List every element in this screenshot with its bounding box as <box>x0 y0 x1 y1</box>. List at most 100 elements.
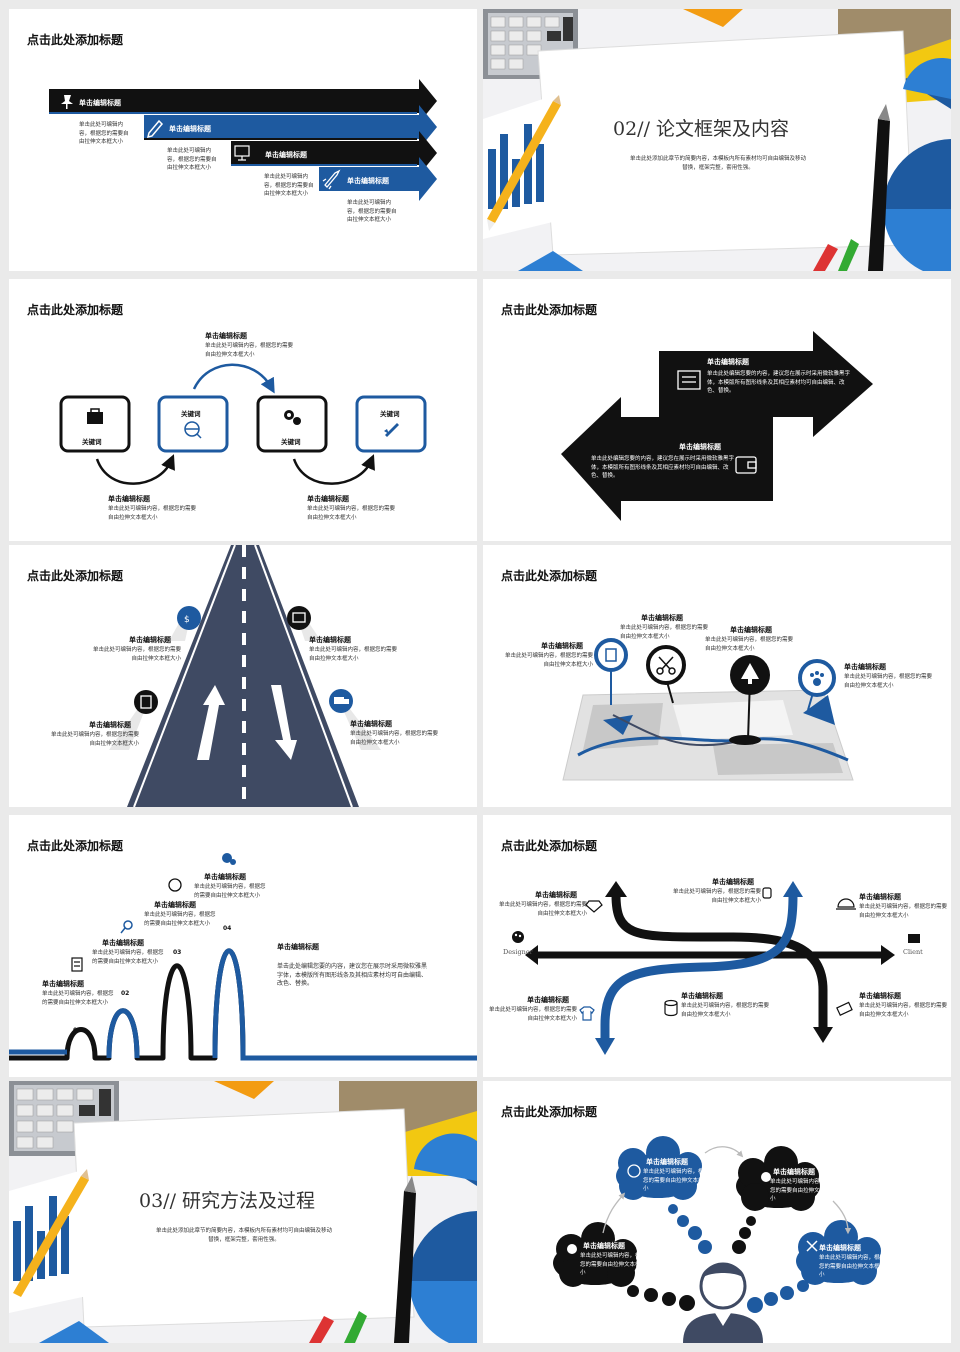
bar-desc[interactable]: 单击此处可编辑内容，根据您的需要自由拉伸文本框大小 <box>79 122 129 145</box>
globe-search-icon <box>184 421 202 439</box>
keyword-label[interactable]: 关键词 <box>380 410 400 418</box>
designer-label[interactable]: Designer <box>503 948 533 956</box>
magnifier-icon <box>120 920 133 934</box>
cloud-desc[interactable]: 单击此处可编辑内容，根据您的需要自由拉伸文本框大小 <box>580 1253 647 1276</box>
cloud-title[interactable]: 单击编辑标题 <box>773 1168 815 1176</box>
flow-top-title[interactable]: 单击编辑标题 <box>205 332 247 340</box>
cross-item-desc[interactable]: 单击此处可编辑内容，根据您的需要自由拉伸文本框大小 <box>488 1007 577 1022</box>
section-subtext[interactable]: 单击此处添加此章节的简要内容，本模板内所有素材均可自由编辑及移动替换，框架完整，… <box>629 156 806 171</box>
bar-label[interactable]: 单击编辑标题 <box>265 151 307 159</box>
arrow-title[interactable]: 单击编辑标题 <box>707 358 749 366</box>
step-title[interactable]: 单击编辑标题 <box>102 939 144 947</box>
step-desc[interactable]: 单击此处可编辑内容，根据您的需要自由拉伸文本框大小 <box>144 912 216 927</box>
pen-illustration <box>394 1176 416 1343</box>
section-heading[interactable]: 03// 研究方法及过程 <box>139 1190 316 1212</box>
cloud-desc[interactable]: 单击此处可编辑内容，根据您的需要自由拉伸文本框大小 <box>643 1169 710 1192</box>
bar-label[interactable]: 单击编辑标题 <box>347 177 389 185</box>
cross-item-desc[interactable]: 单击此处可编辑内容，根据您的需要自由拉伸文本框大小 <box>859 1003 948 1018</box>
flow-bottom-title[interactable]: 单击编辑标题 <box>108 495 150 503</box>
cloud-title[interactable]: 单击编辑标题 <box>583 1242 625 1250</box>
map-item-desc[interactable]: 单击此处可编辑内容，根据您的需要自由拉伸文本框大小 <box>504 653 593 668</box>
cross-item-title[interactable]: 单击编辑标题 <box>681 992 723 1000</box>
slide-title[interactable]: 点击此处添加标题 <box>27 839 124 853</box>
road-item-title[interactable]: 单击编辑标题 <box>350 720 392 728</box>
cloud-1 <box>616 1136 702 1200</box>
cross-item-title[interactable]: 单击编辑标题 <box>712 878 754 886</box>
slide-title[interactable]: 点击此处添加标题 <box>27 33 124 47</box>
cloud-title[interactable]: 单击编辑标题 <box>819 1244 861 1252</box>
slide-title[interactable]: 点击此处添加标题 <box>501 1105 598 1119</box>
keyword-label[interactable]: 关键词 <box>82 438 102 446</box>
map-item-title[interactable]: 单击编辑标题 <box>730 626 772 634</box>
cross-item-title[interactable]: 单击编辑标题 <box>859 992 901 1000</box>
slide-title[interactable]: 点击此处添加标题 <box>501 569 598 583</box>
step-desc[interactable]: 单击此处可编辑内容，根据您的需要自由拉伸文本框大小 <box>92 950 164 965</box>
slide-title[interactable]: 点击此处添加标题 <box>27 303 124 317</box>
cross-item-desc[interactable]: 单击此处可编辑内容，根据您的需要自由拉伸文本框大小 <box>672 889 761 904</box>
road-item-title[interactable]: 单击编辑标题 <box>309 636 351 644</box>
slide-3: 点击此处添加标题 单击编辑标题 单击此处可编辑内容，根据您的需要自由拉伸文本框大… <box>9 279 477 541</box>
section-heading[interactable]: 02// 论文框架及内容 <box>613 118 790 140</box>
map-item-title[interactable]: 单击编辑标题 <box>541 642 583 650</box>
cloud-desc[interactable]: 单击此处可编辑内容，根据您的需要自由拉伸文本框大小 <box>819 1255 886 1278</box>
road-item-desc[interactable]: 单击此处可编辑内容，根据您的需要自由拉伸文本框大小 <box>309 647 398 662</box>
road-item-title[interactable]: 单击编辑标题 <box>89 721 131 729</box>
arrow-desc[interactable]: 单击此处编辑您要的内容，建议您在展示时采用微软雅黑字体，本模版所有图形线条及其相… <box>707 371 851 394</box>
slide-title[interactable]: 点击此处添加标题 <box>501 839 598 853</box>
bar-desc[interactable]: 单击此处可编辑内容，根据您的需要自由拉伸文本框大小 <box>167 148 217 171</box>
desk-background <box>9 1081 477 1343</box>
bar-desc[interactable]: 单击此处可编辑内容，根据您的需要自由拉伸文本框大小 <box>347 200 397 223</box>
bar-desc[interactable]: 单击此处可编辑内容，根据您的需要自由拉伸文本框大小 <box>264 174 314 197</box>
arrow-desc[interactable]: 单击此处编辑您要的内容，建议您在展示时采用微软雅黑字体，本模版所有图形线条及其相… <box>591 456 735 479</box>
person-avatar <box>683 1262 763 1343</box>
road-item-desc[interactable]: 单击此处可编辑内容，根据您的需要自由拉伸文本框大小 <box>50 732 139 747</box>
road-item-desc[interactable]: 单击此处可编辑内容，根据您的需要自由拉伸文本框大小 <box>350 731 439 746</box>
cross-item-title[interactable]: 单击编辑标题 <box>527 996 569 1004</box>
step-desc[interactable]: 单击此处可编辑内容，根据您的需要自由拉伸文本框大小 <box>42 991 114 1006</box>
cross-item-desc[interactable]: 单击此处可编辑内容，根据您的需要自由拉伸文本框大小 <box>498 902 587 917</box>
rocket-icon <box>322 169 341 190</box>
arrow-down-marking <box>271 685 297 760</box>
money-bag-icon <box>177 606 201 630</box>
cross-item-title[interactable]: 单击编辑标题 <box>535 891 577 899</box>
cloud-desc[interactable]: 单击此处可编辑内容，根据您的需要自由拉伸文本框大小 <box>770 1179 837 1202</box>
step-right-title[interactable]: 单击编辑标题 <box>277 943 319 951</box>
bar-label[interactable]: 单击编辑标题 <box>79 99 121 107</box>
arrow-title[interactable]: 单击编辑标题 <box>679 443 721 451</box>
flow-bottom-title[interactable]: 单击编辑标题 <box>307 495 349 503</box>
map-item-title[interactable]: 单击编辑标题 <box>844 663 886 671</box>
step-title[interactable]: 单击编辑标题 <box>204 873 246 881</box>
flow-bottom-desc[interactable]: 单击此处可编辑内容，根据您的需要自由拉伸文本框大小 <box>108 506 197 521</box>
keyword-label[interactable]: 关键词 <box>181 410 201 418</box>
cross-item-desc[interactable]: 单击此处可编辑内容，根据您的需要自由拉伸文本框大小 <box>859 904 948 919</box>
map-item-desc[interactable]: 单击此处可编辑内容，根据您的需要自由拉伸文本框大小 <box>705 637 794 652</box>
step-title[interactable]: 单击编辑标题 <box>154 901 196 909</box>
road-item-desc[interactable]: 单击此处可编辑内容，根据您的需要自由拉伸文本框大小 <box>92 647 181 662</box>
slide-title[interactable]: 点击此处添加标题 <box>27 569 124 583</box>
gear-icon <box>567 1244 577 1254</box>
client-label[interactable]: Client <box>903 948 923 956</box>
section-subtext[interactable]: 单击此处添加此章节的简要内容，本模板内所有素材均可自由编辑及移动替换，框架完整，… <box>155 1228 332 1243</box>
map-item-desc[interactable]: 单击此处可编辑内容，根据您的需要自由拉伸文本框大小 <box>844 674 933 689</box>
flow-top-desc[interactable]: 单击此处可编辑内容，根据您的需要自由拉伸文本框大小 <box>205 343 294 358</box>
keyword-box-4 <box>355 395 427 453</box>
rocket-icon <box>384 423 399 437</box>
diamond-icon <box>585 900 603 913</box>
slide-title[interactable]: 点击此处添加标题 <box>501 303 598 317</box>
keyword-label[interactable]: 关键词 <box>281 438 301 446</box>
cloud-title[interactable]: 单击编辑标题 <box>646 1158 688 1166</box>
step-desc[interactable]: 单击此处可编辑内容，根据您的需要自由拉伸文本框大小 <box>194 884 266 899</box>
monitor-icon <box>234 145 250 161</box>
cloud-2 <box>736 1146 820 1211</box>
newspaper-icon <box>677 370 701 390</box>
road-item-title[interactable]: 单击编辑标题 <box>129 636 171 644</box>
map-item-desc[interactable]: 单击此处可编辑内容，根据您的需要自由拉伸文本框大小 <box>620 625 709 640</box>
cross-item-desc[interactable]: 单击此处可编辑内容，根据您的需要自由拉伸文本框大小 <box>681 1003 770 1018</box>
cross-item-title[interactable]: 单击编辑标题 <box>859 893 901 901</box>
step-right-desc[interactable]: 单击此处编辑您要的内容，建议您在展示时采用微软雅黑字体，本模版所有图形线条及其相… <box>277 963 428 987</box>
step-title[interactable]: 单击编辑标题 <box>42 980 84 988</box>
map-item-title[interactable]: 单击编辑标题 <box>641 614 683 622</box>
bar-label[interactable]: 单击编辑标题 <box>169 125 211 133</box>
keyword-box-3 <box>256 395 328 453</box>
flow-bottom-desc[interactable]: 单击此处可编辑内容，根据您的需要自由拉伸文本框大小 <box>307 506 396 521</box>
